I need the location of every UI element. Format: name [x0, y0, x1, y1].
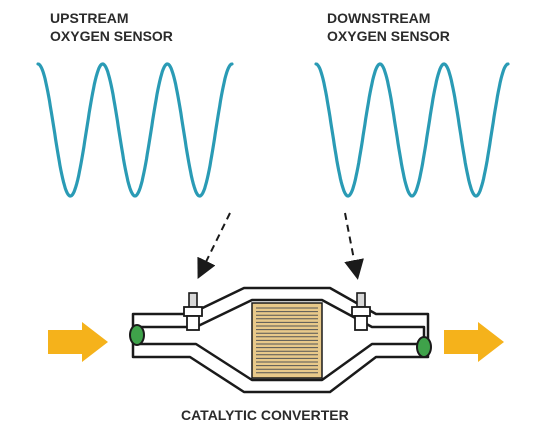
downstream-label-line1: DOWNSTREAM — [327, 10, 431, 26]
exhaust-flow-out-icon — [444, 322, 504, 362]
upstream-waveform — [36, 62, 234, 198]
upstream-label-line1: UPSTREAM — [50, 10, 129, 26]
upstream-sensor-label: UPSTREAM OXYGEN SENSOR — [50, 9, 173, 45]
upstream-pointer-arrow — [197, 212, 231, 279]
downstream-pointer-arrow — [344, 212, 364, 280]
downstream-label-line2: OXYGEN SENSOR — [327, 28, 450, 44]
catalytic-converter — [129, 286, 432, 394]
catalyst-core-channels — [256, 307, 318, 374]
catalytic-converter-label: CATALYTIC CONVERTER — [181, 407, 349, 423]
upstream-label-line2: OXYGEN SENSOR — [50, 28, 173, 44]
outlet-pipe-end — [416, 336, 432, 358]
downstream-sensor-label: DOWNSTREAM OXYGEN SENSOR — [327, 9, 450, 45]
inlet-pipe-end — [129, 324, 145, 346]
downstream-sensor-boss — [351, 292, 371, 331]
exhaust-flow-in-icon — [48, 322, 108, 362]
downstream-waveform — [314, 62, 510, 198]
upstream-sensor-boss — [183, 292, 203, 331]
